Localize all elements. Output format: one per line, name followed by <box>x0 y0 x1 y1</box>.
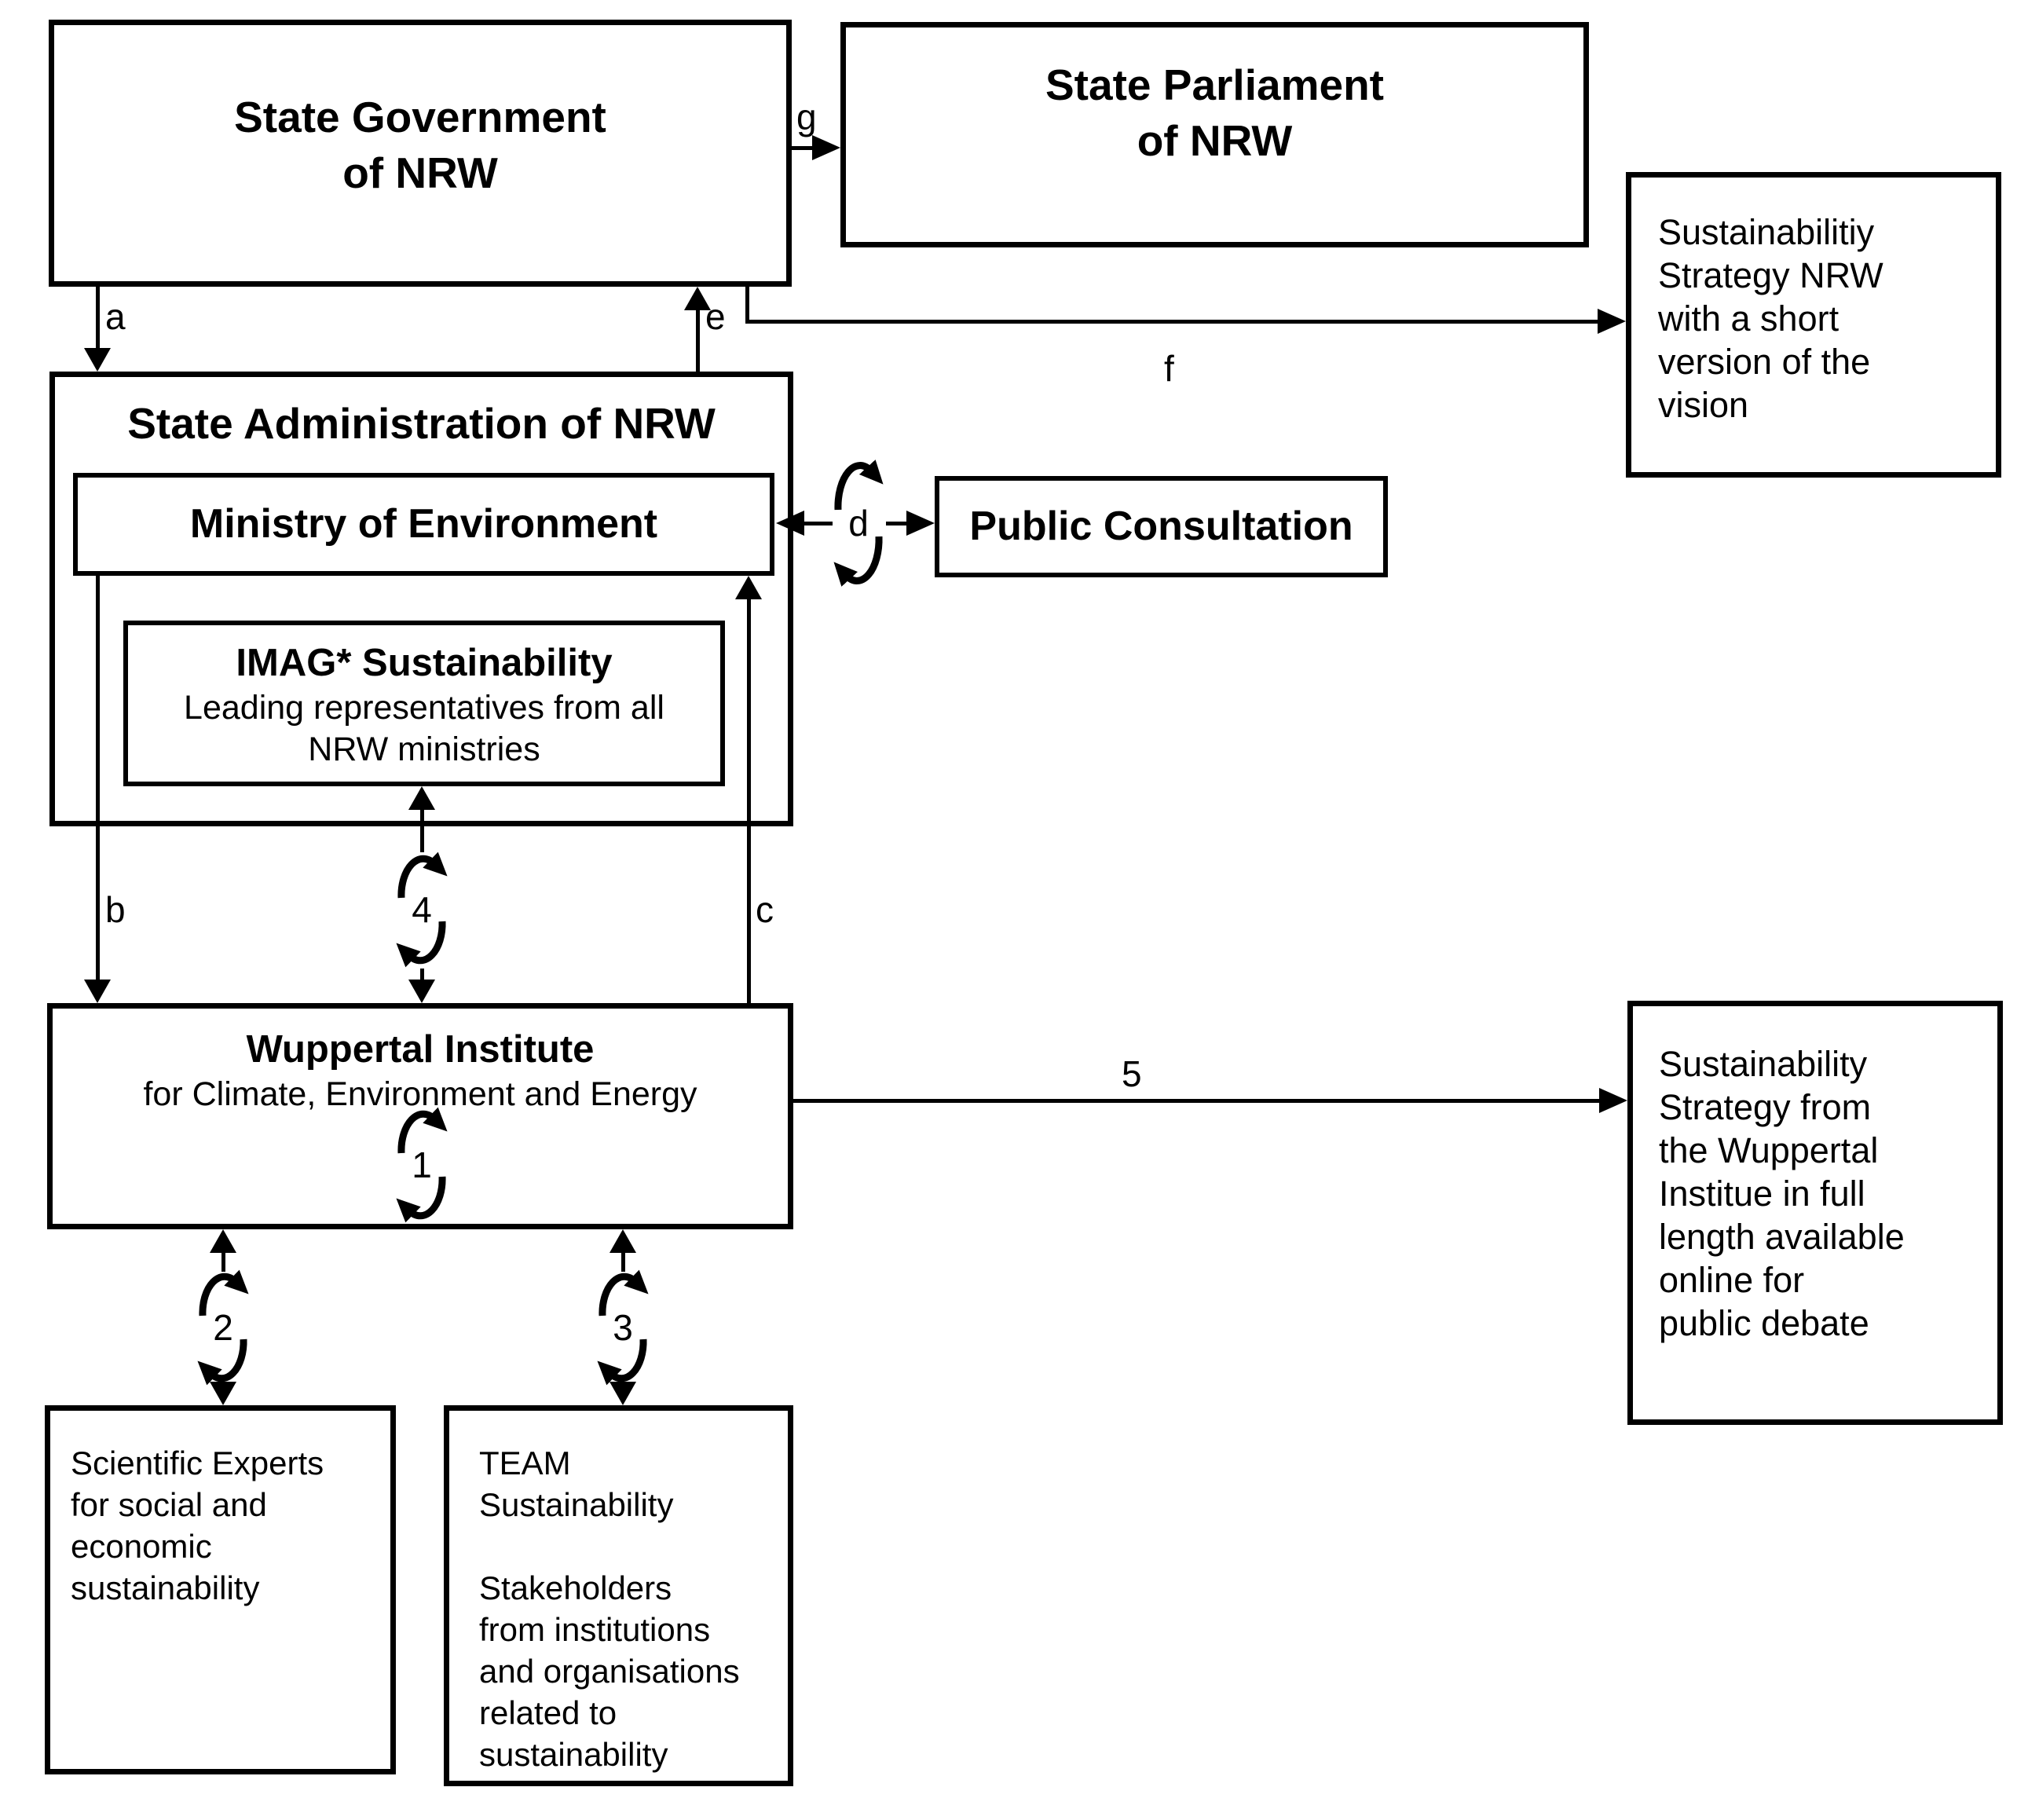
label-f: f <box>1164 348 1174 389</box>
box-sustainability-strategy-wuppertal-text: Sustainability Strategy from the Wuppert… <box>1659 1044 1905 1343</box>
box-imag-sustainability: IMAG* Sustainability Leading representat… <box>123 621 725 786</box>
box-state-parliament: State Parliament of NRW <box>840 22 1589 247</box>
cycle-label-loop4: 4 <box>412 889 432 930</box>
box-public-consultation: Public Consultation <box>935 476 1388 577</box>
arrow-2-head-up-icon <box>210 1229 236 1253</box>
box-state-administration-title: State Administration of NRW <box>127 399 716 448</box>
box-state-government-text: State Government of NRW <box>234 92 606 198</box>
arrow-4-head-down-icon <box>408 980 435 1003</box>
label-b: b <box>105 889 126 930</box>
cycle-arrows-icon-d: d <box>829 456 888 590</box>
cycle-label-d: d <box>848 503 869 544</box>
cycle-arrows-icon-loop3: 3 <box>593 1269 653 1386</box>
box-imag-sustainability-subtitle: Leading representatives from all NRW min… <box>184 689 664 768</box>
arrow-f-line-vertical <box>745 287 749 323</box>
arrow-g-line <box>792 146 815 150</box>
cycle-label-loop3: 3 <box>613 1307 633 1348</box>
arrow-4-line-bottom <box>420 969 424 983</box>
arrow-2-line <box>221 1250 225 1272</box>
label-e: e <box>705 296 726 337</box>
arrow-f-head-icon <box>1598 309 1626 334</box>
arrow-b-head-icon <box>84 980 111 1003</box>
label-c: c <box>756 889 774 930</box>
arrow-d-head-right-icon <box>906 511 935 536</box>
label-step5: 5 <box>1122 1053 1142 1094</box>
cycle-label-loop2: 2 <box>213 1307 233 1348</box>
box-imag-sustainability-title: IMAG* Sustainability <box>236 642 613 684</box>
arrow-a-head-icon <box>84 348 111 372</box>
box-scientific-experts-text: Scientific Experts for social and econom… <box>71 1445 324 1606</box>
arrow-a-line <box>96 287 100 350</box>
cycle-arrows-icon-loop4: 4 <box>392 851 452 969</box>
arrow-e-line <box>696 309 700 372</box>
box-sustainability-strategy-wuppertal: Sustainability Strategy from the Wuppert… <box>1627 1001 2003 1425</box>
box-team-sustainability: TEAM Sustainability Stakeholders from in… <box>444 1405 793 1786</box>
arrow-3-head-up-icon <box>609 1229 636 1253</box>
box-state-parliament-text: State Parliament of NRW <box>1045 60 1384 166</box>
box-wuppertal-institute-subtitle: for Climate, Environment and Energy <box>143 1075 697 1114</box>
arrow-f-line-horizontal <box>745 320 1599 324</box>
box-ministry-of-environment: Ministry of Environment <box>73 473 774 576</box>
box-state-government: State Government of NRW <box>49 20 792 287</box>
box-wuppertal-institute-title: Wuppertal Institute <box>246 1028 595 1071</box>
arrow-3-head-down-icon <box>609 1382 636 1405</box>
box-team-sustainability-text: TEAM Sustainability Stakeholders from in… <box>479 1445 740 1773</box>
arrow-d-line-right <box>886 522 916 525</box>
box-ministry-of-environment-text: Ministry of Environment <box>189 500 658 547</box>
cycle-arrows-icon-loop2: 2 <box>193 1269 253 1386</box>
arrow-g-head-icon <box>812 135 840 160</box>
box-sustainability-strategy-nrw-text: Sustainabilitiy Strategy NRW with a shor… <box>1658 212 1883 425</box>
box-public-consultation-text: Public Consultation <box>969 503 1353 549</box>
arrow-d-line-left <box>796 522 833 525</box>
arrow-5-line <box>793 1099 1599 1103</box>
box-sustainability-strategy-nrw: Sustainabilitiy Strategy NRW with a shor… <box>1626 172 2001 478</box>
arrow-3-line <box>621 1250 625 1272</box>
box-wuppertal-institute: Wuppertal Institute for Climate, Environ… <box>47 1003 793 1229</box>
arrow-2-head-down-icon <box>210 1382 236 1405</box>
arrow-e-head-icon <box>684 287 711 310</box>
arrow-5-head-icon <box>1599 1088 1627 1113</box>
label-g: g <box>796 97 817 137</box>
label-a: a <box>105 296 126 337</box>
box-scientific-experts: Scientific Experts for social and econom… <box>45 1405 396 1774</box>
